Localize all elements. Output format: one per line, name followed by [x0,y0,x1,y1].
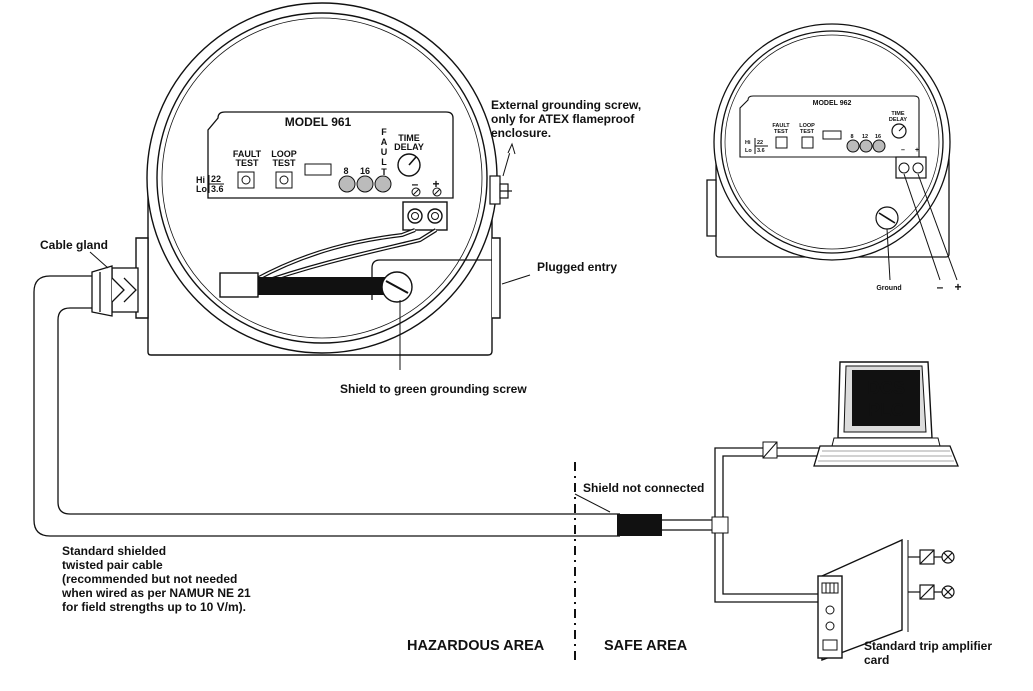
internal-wires-961 [254,228,438,287]
loop-test-button[interactable] [275,171,293,189]
led-fault [374,175,392,193]
green-grounding-screw [381,271,413,303]
m962-plus: + [915,147,919,154]
led-16-label: 16 [360,166,370,176]
m962-plus-lead-label: + [954,280,961,294]
cable-desc-3: (recommended but not needed [62,572,237,586]
cable-desc-5: for field strengths up to 10 V/m). [62,600,246,614]
model-961-faceplate: MODEL 961 FAULT TEST LOOP TEST Hi Lo 22 … [196,111,454,199]
relay-output-2 [908,584,955,600]
led-8 [338,175,356,193]
ext-ground-line-1: External grounding screw, [491,98,641,112]
model-962-faceplate: MODEL 962 FAULT TEST LOOP TEST Hi Lo 22 … [739,95,920,158]
hi-label: Hi [196,175,205,185]
m962-minus-lead-label: – [937,280,944,294]
time-delay-label-2: DELAY [394,142,424,152]
wire-to-dcs [714,447,822,603]
model-962-ground-screw [875,206,899,230]
led-16 [356,175,374,193]
twisted-pair [662,519,712,531]
hazardous-area-label: HAZARDOUS AREA [407,638,545,654]
shield-ground-label: Shield to green grounding screw [340,382,527,396]
m962-loop-test-button[interactable] [801,136,814,149]
terminal-plus-label: + [432,177,439,191]
fault-test-button[interactable] [237,171,255,189]
ext-ground-line-2: only for ATEX flameproof [491,112,635,126]
value-22: 22 [211,174,221,184]
m962-led-8: 8 [850,134,853,140]
ext-ground-line-3: enclosure. [491,126,551,140]
dcs-label: DCS [867,378,905,398]
fault-vertical-f: F [381,127,387,137]
m962-ground-label: Ground [876,285,901,292]
m962-minus: – [901,147,905,154]
m962-lo: Lo [745,148,752,154]
m962-time-1: TIME [891,111,904,117]
model-961-terminal-block [402,201,448,231]
fault-vertical-a: A [381,137,388,147]
junction-box [711,516,729,534]
m962-hi: Hi [745,140,751,146]
m962-22: 22 [757,140,763,146]
field-cable [33,275,620,537]
m962-led-12: 12 [862,134,868,140]
fault-vertical-t: T [381,167,387,177]
loop-test-label-1: LOOP [271,149,297,159]
led-8-label: 8 [343,166,348,176]
time-delay-label-1: TIME [398,133,420,143]
cable-gland-label: Cable gland [40,238,108,252]
m962-led-16: 16 [875,134,881,140]
display-window [304,163,332,176]
trip-amp-label-1: Standard trip amplifier [864,639,992,653]
loop-test-label-2: TEST [272,158,296,168]
model-962-leads [886,173,958,281]
cable-desc-1: Standard shielded [62,544,166,558]
m962-3-6: 3.6 [757,148,765,154]
m962-fault-test-2: TEST [774,129,789,135]
fault-vertical-l: L [381,157,387,167]
model-962-title: MODEL 962 [813,100,852,107]
m962-loop-test-2: TEST [800,129,815,135]
fault-test-label-2: TEST [235,158,259,168]
plc-label: PLC [868,400,904,420]
relay-output-1 [908,549,955,565]
trip-amp-label-2: card [864,653,889,667]
cable-gland [91,265,139,317]
lo-label: Lo [196,184,207,194]
m962-loop-test-1: LOOP [799,123,815,129]
terminal-minus-label: – [412,177,419,191]
m962-time-2: DELAY [889,117,907,123]
cable-desc-2: twisted pair cable [62,558,163,572]
model-962-terminal-block [895,156,927,179]
shield-cable-inside [255,277,385,295]
fault-vertical-u: U [381,147,388,157]
plugged-entry-label: Plugged entry [537,260,617,274]
cable-desc-4: when wired as per NAMUR NE 21 [61,586,251,600]
model-961-title: MODEL 961 [285,115,352,129]
m962-fault-test-button[interactable] [775,136,788,149]
m962-fault-test-1: FAULT [772,123,790,129]
callout-lines [89,142,611,513]
trip-amplifier-card [817,538,955,662]
shield-not-connected-label: Shield not connected [583,481,704,495]
external-grounding-screw [489,175,512,205]
cable-shield-end [617,514,662,536]
value-3-6: 3.6 [211,184,224,194]
dcs-plc-computer: DCS PLC [813,361,959,467]
safe-area-label: SAFE AREA [604,638,688,654]
fault-test-label-1: FAULT [233,149,262,159]
